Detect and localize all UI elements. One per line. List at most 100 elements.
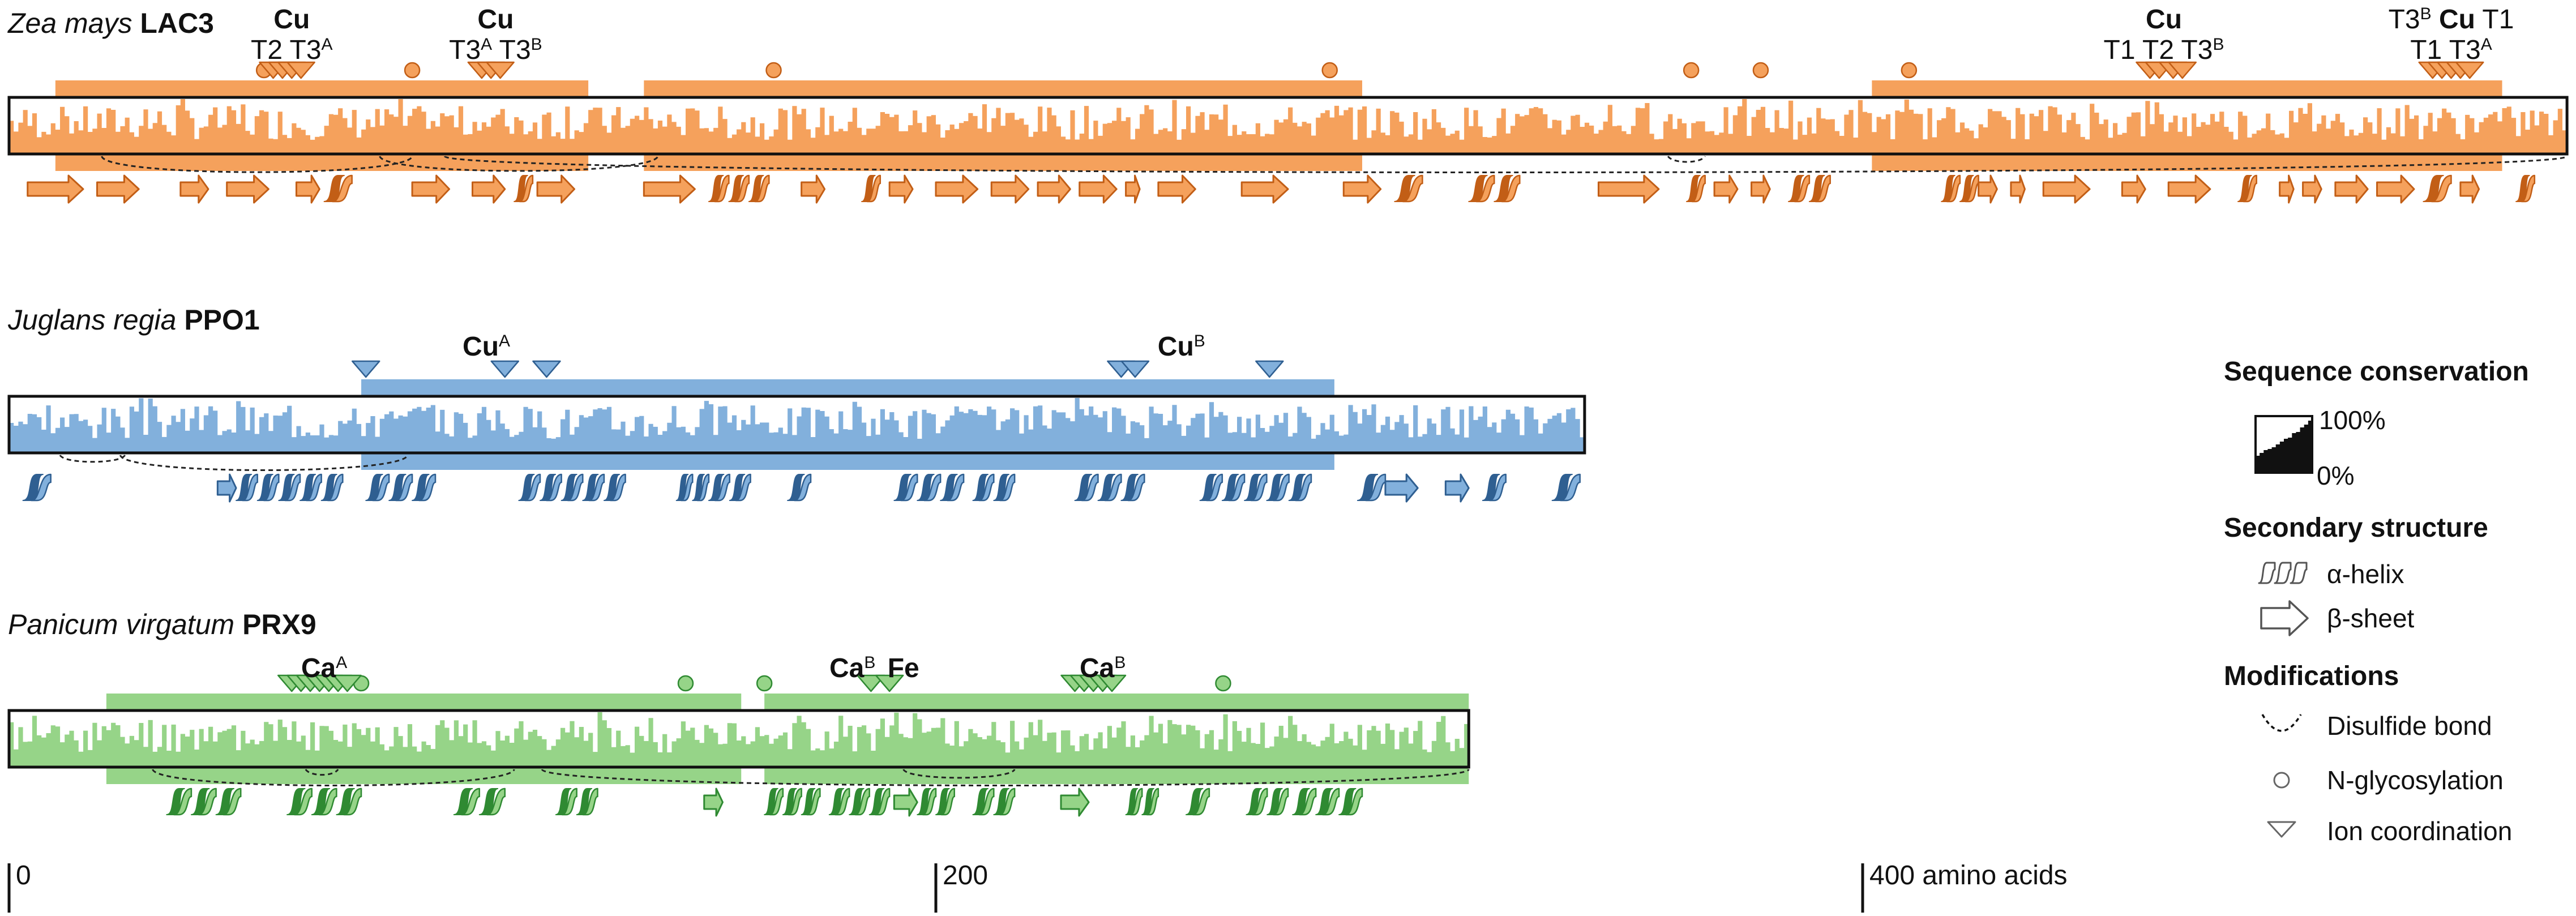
beta-sheet — [216, 473, 237, 503]
disulfide-bond — [1667, 155, 1706, 163]
helix-legend-turn — [2258, 562, 2276, 584]
helix-front-turn — [1192, 787, 1210, 816]
alpha-helix — [1357, 473, 1387, 502]
legend-helix-label: α-helix — [2327, 559, 2404, 589]
helix-front-turn — [2430, 174, 2452, 203]
helix-front-turn — [1272, 473, 1290, 502]
glycosylation-site — [1215, 675, 1231, 692]
beta-sheet — [2121, 174, 2146, 204]
species-name: Zea mays — [7, 7, 132, 39]
site-label-part: B — [1114, 653, 1126, 672]
beta-sheet — [1751, 174, 1771, 204]
glycosylation-site — [1752, 62, 1769, 79]
legend-conservation-min: 0% — [2317, 461, 2354, 490]
helix-front-turn — [794, 473, 812, 502]
ion-coordination-site — [2168, 61, 2197, 79]
alpha-helix — [708, 174, 770, 203]
beta-sheet — [643, 174, 696, 204]
disulfide-bond — [541, 768, 1470, 786]
alpha-helix — [518, 473, 626, 502]
helix-front-turn — [735, 473, 751, 502]
alpha-helix — [22, 473, 52, 502]
site-label-part: Ca — [829, 653, 865, 683]
protein-title-lac3: Zea mays LAC3 — [7, 7, 214, 39]
sheet-legend-icon — [2260, 600, 2309, 636]
helix-front-turn — [940, 787, 955, 816]
conservation-scale-bars — [2256, 421, 2313, 473]
beta-sheet — [893, 787, 918, 817]
helix-front-turn — [173, 787, 192, 816]
site-label-part: T2 — [251, 35, 283, 65]
ion-coordination-site — [333, 674, 362, 692]
helix-front-turn — [1104, 473, 1122, 502]
helix-front-turn — [418, 473, 437, 502]
helix-front-turn — [1206, 473, 1223, 502]
helix-front-turn — [999, 473, 1016, 502]
legend-glyco-label: N-glycosylation — [2327, 765, 2504, 795]
beta-sheet — [990, 174, 1030, 204]
alpha-helix — [1246, 787, 1289, 816]
site-label-part: Cu — [273, 5, 310, 35]
helix-front-turn — [546, 473, 562, 502]
alpha-helix — [972, 473, 1016, 502]
species-name: Panicum virgatum — [8, 609, 234, 640]
disulfide-bond — [305, 768, 339, 776]
alpha-helix — [1125, 787, 1159, 816]
site-label-part: Fe — [888, 653, 919, 683]
site-label-part: A — [322, 35, 333, 54]
helix-front-turn — [524, 473, 541, 502]
helix-front-turn — [2521, 174, 2536, 203]
helix-front-turn — [1794, 174, 1811, 203]
ion-coordination-site — [286, 61, 315, 79]
helix-front-turn — [754, 174, 770, 203]
helix-front-turn — [835, 787, 850, 816]
beta-sheet — [179, 174, 209, 204]
legend-sheet-label: β-sheet — [2327, 603, 2415, 633]
site-label-part: A — [2481, 35, 2492, 54]
beta-sheet — [935, 174, 979, 204]
alpha-helix — [1788, 174, 1831, 203]
ion-coordination-site — [1255, 360, 1284, 378]
site-label: T1 T2 T3B — [2104, 35, 2224, 65]
helix-front-turn — [1146, 787, 1159, 816]
helix-front-turn — [519, 174, 534, 203]
disulfide-bond — [902, 768, 1016, 779]
conservation-bars — [8, 99, 2568, 154]
helix-front-turn — [999, 787, 1016, 816]
helix-front-turn — [31, 473, 52, 502]
site-label-part: B — [2420, 5, 2432, 23]
disulfide-bond — [152, 769, 515, 786]
helix-front-turn — [198, 787, 217, 816]
helix-front-turn — [1965, 174, 1979, 203]
beta-sheet — [1342, 174, 1382, 204]
helix-front-turn — [680, 473, 694, 502]
legend-disulfide-label: Disulfide bond — [2327, 711, 2492, 740]
alpha-helix — [1185, 787, 1210, 816]
helix-front-turn — [327, 473, 344, 502]
site-label: T1 T3A — [2410, 35, 2492, 65]
alpha-helix — [236, 473, 344, 502]
species-name: Juglans regia — [7, 304, 176, 336]
alpha-helix — [893, 473, 965, 502]
alpha-helix — [514, 174, 534, 203]
glycosylation-site — [1321, 62, 1338, 79]
ion-coordination-site — [486, 61, 515, 79]
helix-front-turn — [1365, 473, 1387, 502]
alpha-helix — [2237, 174, 2257, 203]
helix-front-turn — [769, 787, 784, 816]
helix-front-turn — [1475, 174, 1495, 203]
beta-sheet — [472, 174, 506, 204]
helix-front-turn — [242, 473, 258, 502]
helix-front-turn — [1815, 174, 1831, 203]
helix-front-turn — [306, 473, 322, 502]
legend: Sequence conservation 100% 0% Secondary … — [2224, 357, 2529, 846]
alpha-helix — [1074, 473, 1145, 502]
alpha-helix — [286, 787, 362, 816]
legend-conservation-max: 100% — [2319, 405, 2386, 435]
site-label-part: Cu — [477, 5, 514, 35]
helix-legend-turn — [2274, 562, 2292, 584]
ion-coordination-site — [532, 360, 561, 378]
site-label: Fe — [888, 653, 919, 683]
